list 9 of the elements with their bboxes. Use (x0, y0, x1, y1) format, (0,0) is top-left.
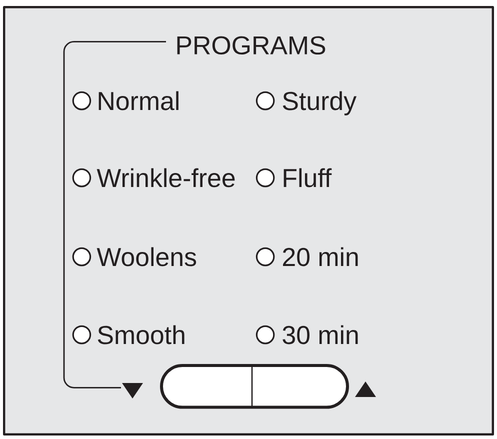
program-label: Woolens (96, 247, 196, 266)
program-label: 20 min (283, 247, 358, 266)
program-label: Fluff (284, 168, 332, 188)
panel-heading: PROGRAMS (177, 36, 326, 55)
program-label: Wrinkle-free (96, 168, 235, 188)
program-label: 30 min (282, 325, 358, 344)
program-label: Sturdy (282, 91, 357, 116)
program-label: Smooth (98, 325, 184, 344)
program-label: Normal (98, 91, 178, 110)
